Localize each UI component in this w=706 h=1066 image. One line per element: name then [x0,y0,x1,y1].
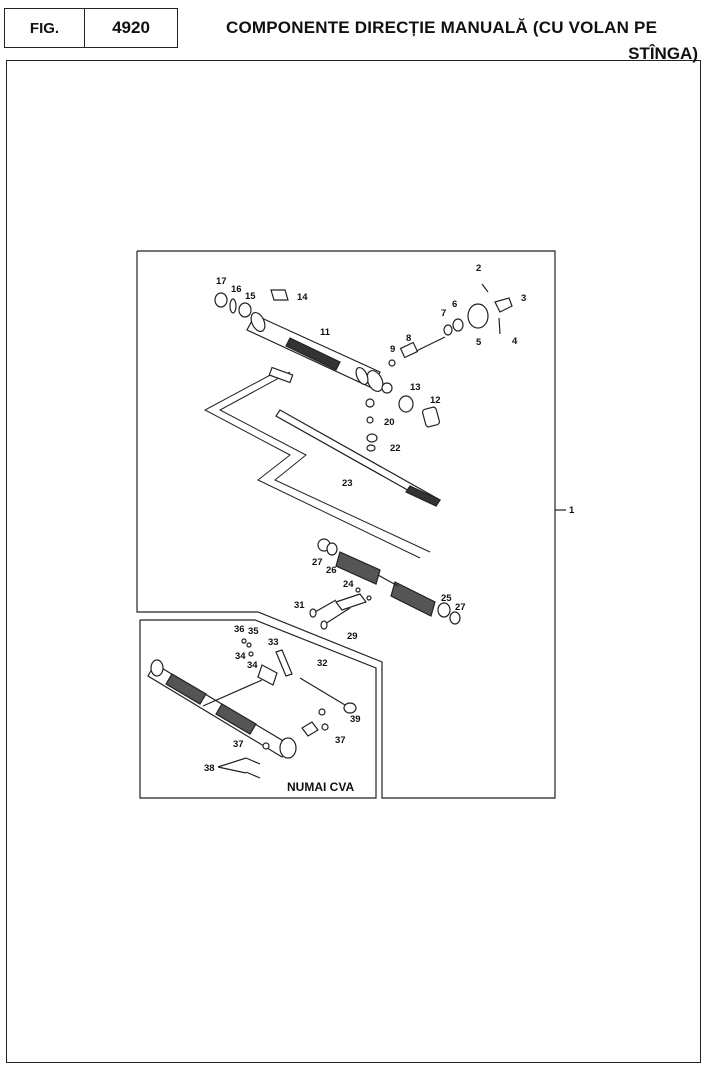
part-label-34a: 34 [235,651,246,662]
part-label-39: 39 [350,714,361,725]
part-label-8: 8 [406,333,411,344]
part-label-32: 32 [317,658,328,669]
part-label-13: 13 [410,382,421,393]
part-label-35: 35 [248,626,259,637]
part-label-22: 22 [390,443,401,454]
fig-number-box: 4920 [84,8,178,48]
inset-label: NUMAI CVA [287,780,354,794]
part-label-37b: 37 [335,735,346,746]
inset-outline [139,619,377,799]
part-label-15: 15 [245,291,256,302]
bushings-left [214,289,289,318]
part-label-7: 7 [441,308,446,319]
part-label-27b: 27 [455,602,466,613]
part-number-labels: 2 3 4 5 6 7 8 9 11 12 13 14 15 16 17 20 … [204,263,575,794]
rack-housing [246,311,393,394]
part-label-25: 25 [441,593,452,604]
part-label-26: 26 [326,565,337,576]
part-label-3: 3 [521,293,526,304]
routing-line-inner [218,371,431,553]
part-label-9: 9 [390,344,395,355]
part-label-31: 31 [294,600,305,611]
mounting-bracket [309,587,372,630]
part-label-4: 4 [512,336,518,347]
page-title: COMPONENTE DIRECȚIE MANUALĂ (CU VOLAN PE [226,18,658,37]
part-label-23: 23 [342,478,353,489]
pinion-parts [388,283,513,367]
part-label-14: 14 [297,292,308,303]
part-label-27a: 27 [312,557,323,568]
part-label-33: 33 [268,637,279,648]
part-label-16: 16 [231,284,242,295]
part-label-38: 38 [204,763,215,774]
part-label-20: 20 [384,417,395,428]
part-label-37a: 37 [233,739,244,750]
part-label-17: 17 [216,276,227,287]
rubber-boots [317,538,461,625]
assembly-callout: 1 [569,505,575,516]
drawing-frame [6,60,701,1063]
part-label-5: 5 [476,337,482,348]
part-label-24: 24 [343,579,354,590]
part-label-36: 36 [234,624,245,635]
part-label-29: 29 [347,631,358,642]
part-label-11: 11 [320,327,331,338]
part-label-6: 6 [452,299,457,310]
steering-rod [275,409,441,507]
part-label-12: 12 [430,395,441,406]
cva-inset-parts [147,638,357,779]
routing-line-outer [203,371,421,559]
adjuster-parts [268,366,441,452]
assembly-outline [136,250,556,799]
fig-number: 4920 [112,18,150,37]
part-label-34b: 34 [247,660,258,671]
fig-label: FIG. [29,19,60,37]
part-label-2: 2 [476,263,481,274]
page-title-continued: STÎNGA) [628,44,698,63]
